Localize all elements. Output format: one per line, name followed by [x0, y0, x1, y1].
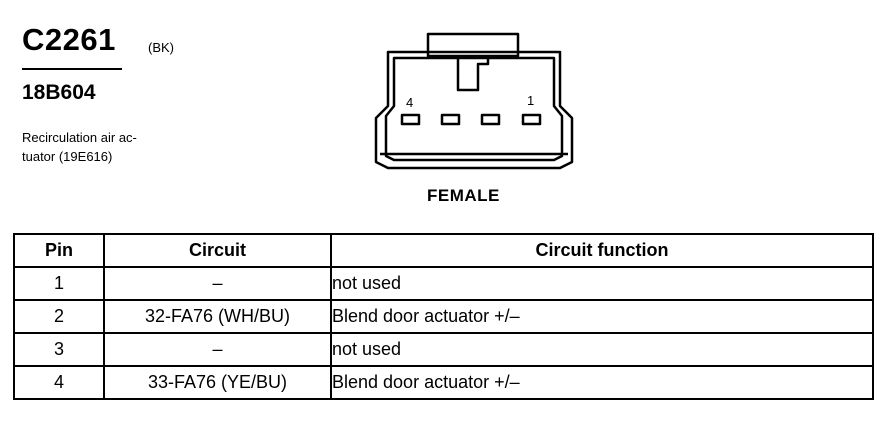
color-code: (BK)	[148, 40, 174, 55]
table-row: 1 – not used	[13, 266, 874, 301]
pin-cell: 3	[13, 332, 105, 367]
pin-cell: 4	[13, 365, 105, 400]
function-cell: Blend door actuator +/–	[330, 299, 874, 334]
connector-description: Recirculation air ac- tuator (19E616)	[22, 128, 192, 166]
circuit-cell: 32-FA76 (WH/BU)	[103, 299, 332, 334]
circuit-cell: 33-FA76 (YE/BU)	[103, 365, 332, 400]
connector-latch	[426, 32, 520, 58]
table-row: 4 33-FA76 (YE/BU) Blend door actuator +/…	[13, 365, 874, 400]
table-header-row: Pin Circuit Circuit function	[13, 233, 874, 268]
part-number: 18B604	[22, 81, 96, 104]
view-label: FEMALE	[427, 186, 500, 205]
pinout-table: Pin Circuit Circuit function 1 – not use…	[13, 233, 874, 400]
circuit-cell: –	[103, 332, 332, 367]
header-circuit: Circuit	[103, 233, 332, 268]
header-function: Circuit function	[330, 233, 874, 268]
description-line-1: Recirculation air ac-	[22, 130, 137, 145]
connector-inner-outline	[384, 56, 564, 162]
table-row: 3 – not used	[13, 332, 874, 367]
connector-key	[456, 56, 490, 92]
function-cell: Blend door actuator +/–	[330, 365, 874, 400]
pin-cell: 2	[13, 299, 105, 334]
table-row: 2 32-FA76 (WH/BU) Blend door actuator +/…	[13, 299, 874, 334]
connector-face-diagram: 4 1	[374, 32, 574, 170]
circuit-cell: –	[103, 266, 332, 301]
pin-slot-1	[521, 113, 542, 126]
title-underline	[22, 68, 122, 70]
pin-label-left: 4	[406, 95, 413, 110]
pin-label-right: 1	[527, 93, 534, 108]
pin-slot-3	[440, 113, 461, 126]
function-cell: not used	[330, 266, 874, 301]
connector-id: C2261	[22, 22, 116, 57]
pin-slot-2	[480, 113, 501, 126]
pin-slot-4	[400, 113, 421, 126]
pin-cell: 1	[13, 266, 105, 301]
header-pin: Pin	[13, 233, 105, 268]
function-cell: not used	[330, 332, 874, 367]
description-line-2: tuator (19E616)	[22, 149, 113, 164]
connector-body	[374, 50, 574, 170]
